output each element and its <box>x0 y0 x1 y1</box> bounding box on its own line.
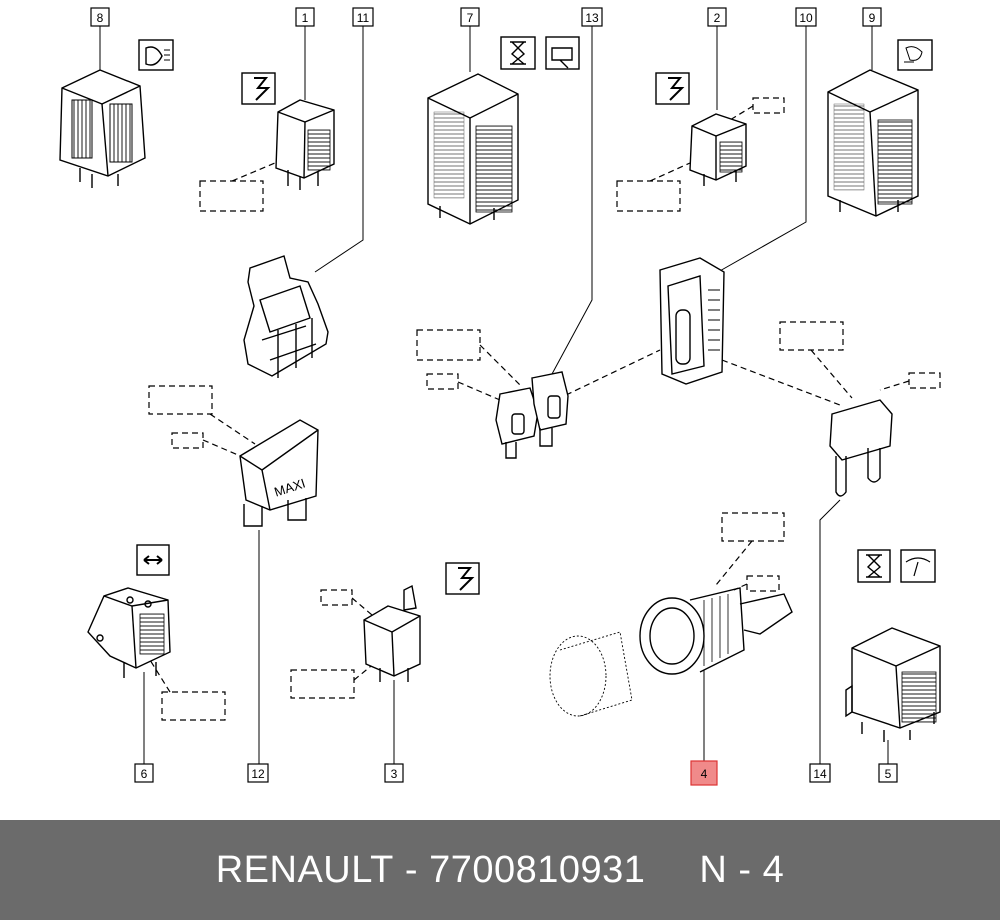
hourglass-icon <box>500 36 536 70</box>
relay-7 <box>427 73 519 225</box>
leader-lines <box>99 26 889 764</box>
footer-dash: - <box>404 848 418 891</box>
hourglass-icon <box>857 549 891 583</box>
footer-bar: RENAULT - 7700810931 N - 4 <box>0 820 1000 920</box>
callout-11: 11 <box>357 11 370 25</box>
brand-name: RENAULT <box>215 848 394 891</box>
wiper-icon <box>545 36 580 70</box>
callout-12: 12 <box>251 767 265 781</box>
callout-1: 1 <box>302 11 309 25</box>
relay-8 <box>59 69 146 188</box>
callout-7: 7 <box>467 11 474 25</box>
reference-code: N - 4 <box>699 848 785 891</box>
relay-5 <box>845 627 941 742</box>
holder-11 <box>243 255 329 378</box>
callout-3: 3 <box>391 767 398 781</box>
relay-6 <box>87 587 171 678</box>
plug-ghost <box>549 631 633 717</box>
arrows-icon <box>136 544 170 576</box>
relay-1 <box>275 99 335 190</box>
holder-10 <box>659 257 725 385</box>
maxi-fuse-12: MAXI <box>239 419 319 527</box>
defrost-icon <box>897 39 933 71</box>
callout-8: 8 <box>97 11 104 25</box>
relay-2 <box>689 113 747 186</box>
parts-diagram: MAXI <box>59 7 941 786</box>
dashed-leaders <box>148 97 941 721</box>
fuse-13 <box>495 371 569 459</box>
socket-4 <box>639 587 793 675</box>
surge-icon <box>241 72 276 105</box>
relay-3 <box>363 584 421 682</box>
fuse-14 <box>829 399 893 497</box>
relay-9 <box>827 69 919 217</box>
wiper-icon <box>900 549 936 583</box>
lamp-icon <box>138 39 174 71</box>
callout-6: 6 <box>141 767 148 781</box>
surge-icon <box>655 72 690 105</box>
callout-5: 5 <box>885 767 892 781</box>
callout-boxes <box>90 7 898 786</box>
callout-4: 4 <box>701 767 708 781</box>
part-number: 7700810931 <box>429 848 646 891</box>
callout-2: 2 <box>714 11 721 25</box>
callout-14: 14 <box>813 767 827 781</box>
callout-10: 10 <box>799 11 813 25</box>
surge-icon <box>445 562 480 595</box>
callout-9: 9 <box>869 11 876 25</box>
callout-13: 13 <box>585 11 599 25</box>
